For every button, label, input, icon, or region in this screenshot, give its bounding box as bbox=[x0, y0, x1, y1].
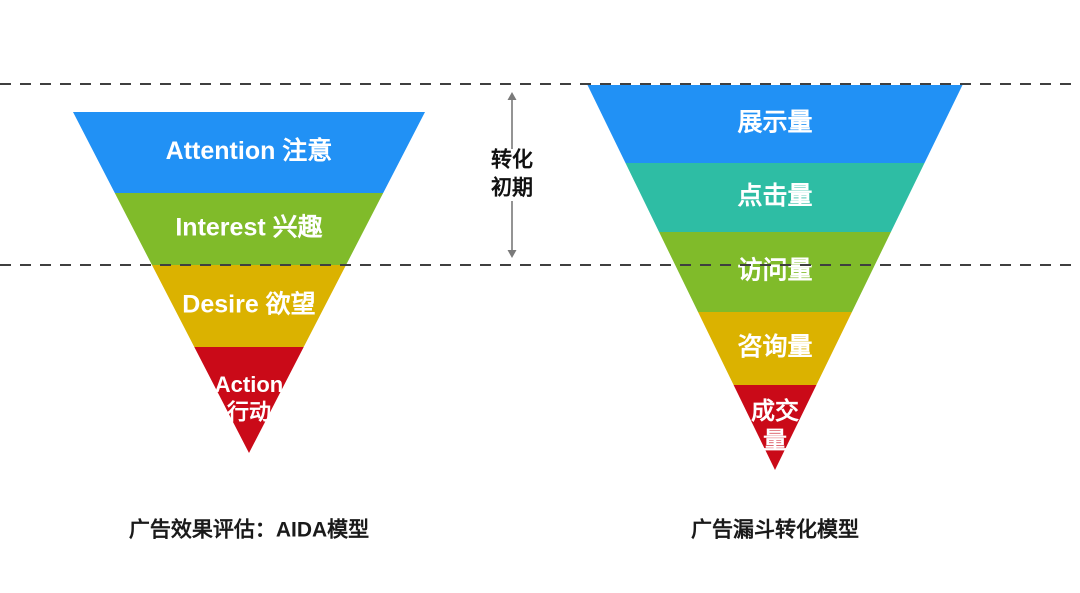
funnel-segment-label-clicks: 点击量 bbox=[737, 182, 812, 210]
funnel-segment-impressions[interactable] bbox=[587, 85, 963, 163]
funnel-segment-inquiries[interactable] bbox=[698, 312, 852, 385]
ad-funnel-conversion-caption: 广告漏斗转化模型 bbox=[691, 518, 859, 542]
funnel-segment-action[interactable] bbox=[194, 347, 304, 453]
funnel-segment-label-attention: Attention 注意 bbox=[166, 136, 333, 165]
funnel-segment-label-transactions: 成交 bbox=[751, 397, 799, 425]
funnel-segment-label2-action: 行动 bbox=[226, 399, 271, 424]
arrow-head-down bbox=[507, 250, 517, 258]
funnel-segment-interest[interactable] bbox=[114, 193, 384, 265]
funnel-segment-label-interest: Interest 兴趣 bbox=[175, 214, 322, 242]
funnel-segment-visits[interactable] bbox=[659, 232, 891, 312]
aida-funnel-caption: 广告效果评估：AIDA模型 bbox=[129, 518, 369, 542]
funnel-segment-label-desire: Desire 欲望 bbox=[182, 291, 315, 319]
funnel-segment-label-impressions: 展示量 bbox=[737, 109, 812, 137]
funnel-segment-label-inquiries: 咨询量 bbox=[737, 332, 812, 361]
phase-label-line1: 转化 bbox=[491, 148, 533, 172]
funnel-segment-desire[interactable] bbox=[151, 265, 347, 347]
phase-label-line2: 初期 bbox=[491, 176, 533, 200]
funnel-segment-transactions[interactable] bbox=[733, 385, 817, 470]
funnel-segment-label-visits: 访问量 bbox=[737, 257, 812, 285]
funnel-segment-clicks[interactable] bbox=[625, 163, 925, 232]
funnel-segment-label2-transactions: 量 bbox=[763, 428, 787, 455]
arrow-head-up bbox=[507, 92, 517, 100]
funnel-segment-attention[interactable] bbox=[73, 112, 425, 193]
funnel-segment-label-action: Action bbox=[215, 372, 283, 397]
